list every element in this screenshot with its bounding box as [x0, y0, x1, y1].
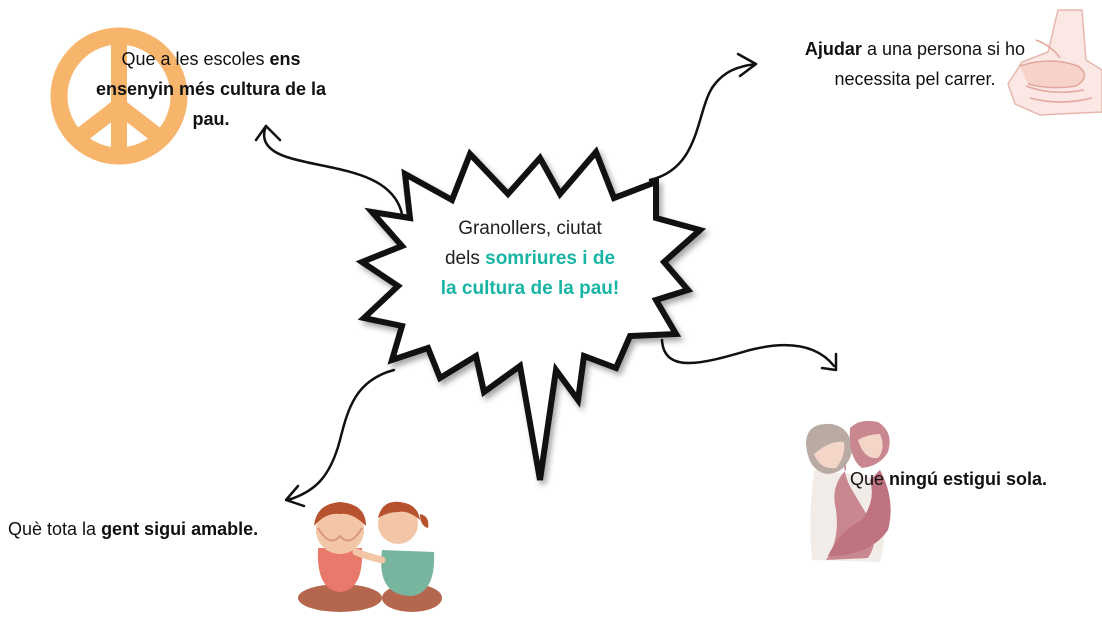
connector-arrow-top-left [254, 124, 404, 216]
children-illustration-icon [298, 501, 442, 612]
note-bottom-left-bold: gent sigui amable. [101, 519, 259, 539]
note-bottom-right-bold: ningú estigui sola. [889, 469, 1048, 489]
note-bottom-left-pre: Què tota la [8, 519, 102, 539]
note-bottom-left: Què tota la gent sigui amable. [8, 514, 258, 544]
note-top-right-bold: Ajudar [804, 39, 862, 59]
central-line-2-accent: somriures i de [485, 248, 616, 269]
note-top-right: Ajudar a una persona si ho necessita pel… [770, 34, 1060, 94]
peace-symbol-icon [50, 27, 188, 165]
connector-arrow-top-right [648, 52, 758, 182]
note-top-right-line-2: necessita pel carrer. [834, 69, 996, 89]
central-starburst [355, 146, 707, 481]
note-top-left-line-2: ensenyin més cultura de la [66, 74, 356, 104]
note-top-left: Que a les escoles ens ensenyin més cultu… [66, 44, 356, 134]
connector-arrow-bottom-left [284, 368, 396, 508]
note-bottom-right-pre: Que [850, 469, 890, 489]
note-top-right-line-1: Ajudar a una persona si ho [770, 34, 1060, 64]
note-top-left-line-1: Que a les escoles ens [66, 44, 356, 74]
note-top-left-bold-2: ensenyin més cultura de la [95, 79, 327, 99]
connector-arrow-right [660, 338, 838, 372]
central-line-2-pre: dels [444, 248, 486, 269]
helping-hands-icon [1007, 9, 1102, 116]
central-line-2: dels somriures i de [410, 244, 650, 274]
note-top-left-line-3: pau. [66, 104, 356, 134]
central-line-3: la cultura de la pau! [440, 278, 620, 299]
note-top-left-pre: Que a les escoles [121, 49, 270, 69]
hug-illustration-icon [806, 420, 891, 562]
central-idea-text: Granollers, ciutat dels somriures i de l… [410, 214, 650, 304]
note-top-right-rest: a una persona si ho [861, 39, 1026, 59]
note-top-left-bold-1: ens [269, 49, 301, 69]
central-line-1: Granollers, ciutat [458, 218, 602, 239]
note-bottom-right: Que ningú estigui sola. [850, 464, 1047, 494]
note-top-left-bold-3: pau. [192, 109, 230, 129]
